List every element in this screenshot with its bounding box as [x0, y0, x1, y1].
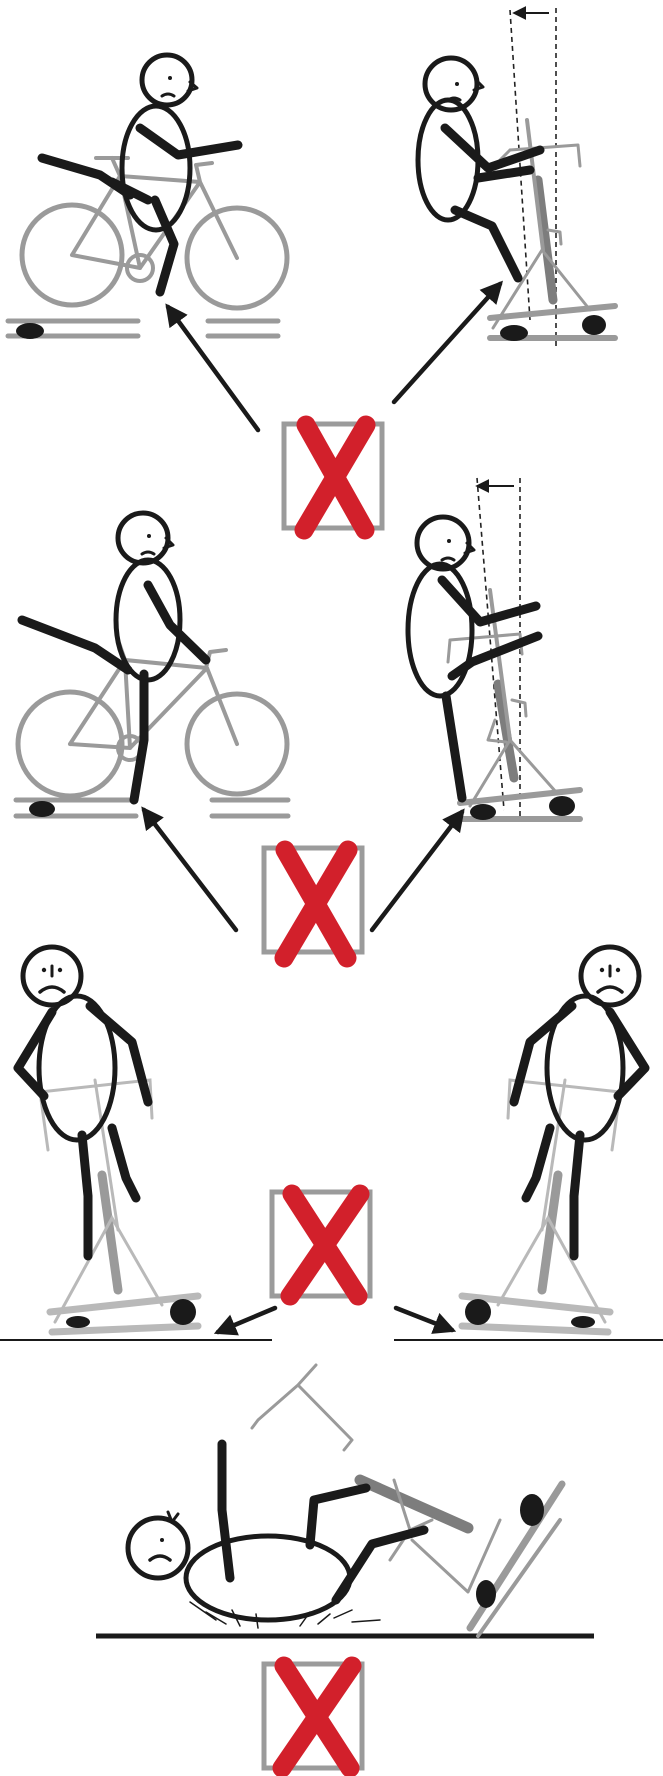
arrow-left — [218, 1308, 275, 1332]
stick-figure — [18, 947, 148, 1256]
stick-figure — [22, 513, 206, 800]
rider-on-bike-side-view-2 — [16, 513, 288, 817]
fallen-bike-trainer — [252, 1365, 562, 1636]
roller-base — [8, 321, 278, 339]
arrow-right — [394, 284, 500, 402]
bicycle-front — [448, 590, 580, 820]
rider-on-bike-front-view-1 — [418, 8, 615, 350]
cross-mark — [264, 848, 362, 958]
arrow-left — [168, 307, 258, 430]
rider-on-bike-side-view-1 — [8, 55, 287, 339]
arrow-right — [372, 812, 462, 930]
rider-tipping-left — [0, 947, 272, 1340]
bicycle-front — [490, 120, 615, 341]
stick-figure — [514, 947, 645, 1256]
rider-tipping-right — [394, 947, 663, 1340]
rider-on-bike-front-view-2 — [408, 478, 580, 820]
stick-figure — [418, 58, 540, 278]
bicycle-front — [462, 1080, 620, 1332]
panel-3 — [0, 947, 663, 1340]
arrow-right — [396, 1308, 452, 1330]
fallen-stick-figure — [128, 1444, 424, 1628]
bicycle-front — [40, 1080, 198, 1332]
cross-mark — [284, 424, 382, 530]
panel-2 — [16, 478, 580, 958]
panel-4 — [96, 1365, 594, 1768]
bicycle-side — [18, 640, 287, 796]
cross-mark — [264, 1664, 362, 1768]
bicycle-side — [22, 158, 287, 308]
stick-figure — [408, 517, 538, 798]
cross-mark — [272, 1192, 370, 1296]
arrow-left — [144, 810, 236, 930]
panel-1 — [8, 8, 615, 530]
roller-base — [16, 800, 288, 817]
